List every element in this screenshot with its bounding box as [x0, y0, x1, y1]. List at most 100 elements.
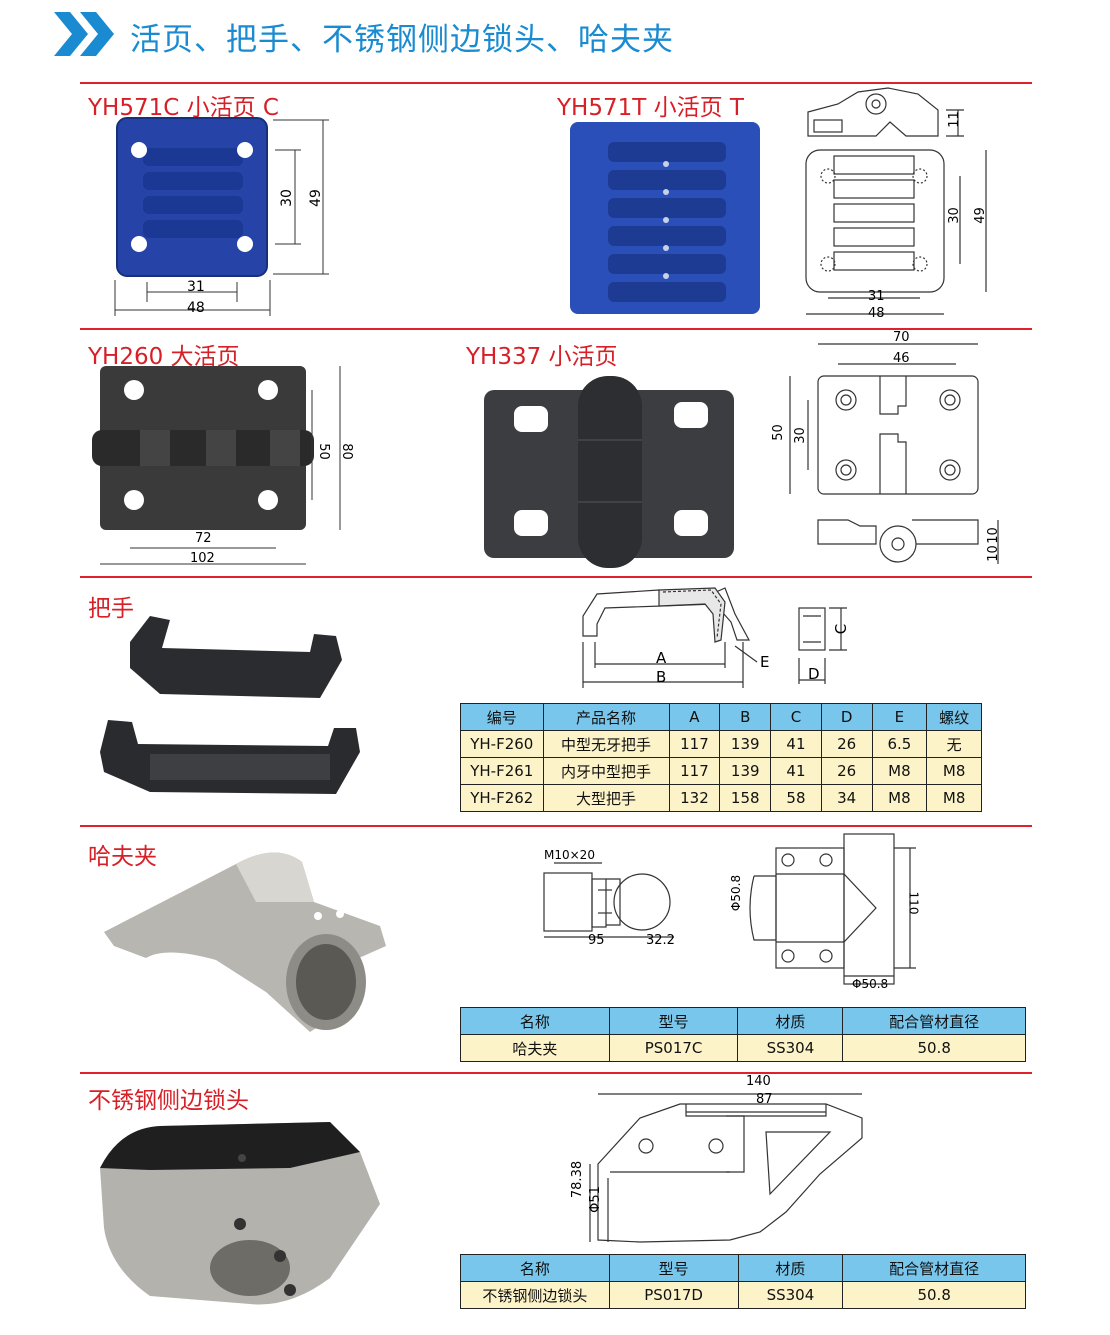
table-cell: 哈夫夹 — [460, 1034, 610, 1062]
handle-label: 把手 — [88, 596, 134, 622]
yh260-hinge-image — [92, 366, 341, 565]
yh571t-label: YH571T 小活页 T — [557, 95, 744, 121]
dim-label: 95 — [588, 933, 605, 948]
yh337-drawing — [789, 343, 999, 564]
dim-label: 49 — [972, 207, 988, 224]
dim-label: 80 — [338, 443, 354, 460]
table-cell: 41 — [770, 757, 822, 785]
table-cell: YH-F261 — [460, 757, 544, 785]
table-cell: YH-F262 — [460, 784, 544, 812]
header-chevron-icon — [54, 12, 116, 56]
page-title: 活页、把手、不锈钢侧边锁头、哈夫夹 — [130, 22, 674, 58]
dim-label: B — [656, 668, 667, 686]
table-row: YH-F262 大型把手 132 158 58 34 M8 M8 — [460, 784, 982, 812]
table-header-row: 名称 型号 材质 配合管材直径 — [460, 1254, 1026, 1282]
dim-label: 10 — [985, 527, 1001, 544]
yh571c-label: YH571C 小活页 C — [88, 95, 279, 121]
table-header-cell: 名称 — [460, 1007, 610, 1035]
table-header-cell: 配合管材直径 — [842, 1007, 1026, 1035]
dim-label: 31 — [187, 279, 205, 295]
dim-label: 32.2 — [646, 933, 675, 948]
dim-label: Φ51 — [587, 1186, 603, 1213]
table-cell: 大型把手 — [542, 784, 670, 812]
dim-label: 140 — [746, 1074, 771, 1089]
table-cell: 不锈钢侧边锁头 — [460, 1281, 610, 1309]
dim-label: M10×20 — [544, 848, 595, 862]
dim-label: C — [832, 623, 851, 635]
dim-label: 49 — [307, 189, 324, 207]
clamp-label: 哈夫夹 — [88, 844, 157, 870]
table-cell: 139 — [719, 730, 772, 758]
table-header-cell: 名称 — [460, 1254, 610, 1282]
table-header-cell: 产品名称 — [542, 703, 670, 731]
table-header-cell: 编号 — [460, 703, 544, 731]
clamp-spec-table: 名称 型号 材质 配合管材直径 哈夫夹 PS017C SS304 50.8 — [460, 1007, 1026, 1062]
clamp-image — [104, 852, 386, 1032]
table-header-cell: 材质 — [737, 1007, 844, 1035]
handle-drawing — [582, 587, 847, 688]
dim-label: 87 — [756, 1092, 773, 1107]
lock-image — [100, 1122, 380, 1305]
table-cell: 26 — [820, 757, 873, 785]
yh571t-drawing — [805, 87, 987, 315]
section-divider — [80, 576, 1032, 578]
yh571c-hinge-image — [114, 117, 329, 316]
dim-label: 70 — [893, 330, 910, 345]
table-cell: M8 — [871, 784, 928, 812]
yh571t-hinge-image — [570, 122, 760, 314]
table-cell: 6.5 — [871, 730, 928, 758]
dim-label: 48 — [187, 300, 205, 316]
table-cell: 34 — [820, 784, 873, 812]
table-cell: 139 — [719, 757, 772, 785]
table-header-cell: 型号 — [608, 1254, 739, 1282]
lock-spec-table: 名称 型号 材质 配合管材直径 不锈钢侧边锁头 PS017D SS304 50.… — [460, 1254, 1026, 1309]
dim-label: 48 — [868, 306, 885, 321]
table-cell: M8 — [871, 757, 928, 785]
table-cell: M8 — [926, 757, 982, 785]
table-cell: 50.8 — [842, 1034, 1026, 1062]
table-cell: PS017D — [608, 1281, 739, 1309]
table-cell: 158 — [719, 784, 772, 812]
table-cell: SS304 — [737, 1281, 844, 1309]
dim-label: 30 — [946, 207, 962, 224]
section-divider — [80, 328, 1032, 330]
table-cell: YH-F260 — [460, 730, 544, 758]
table-header-cell: 材质 — [737, 1254, 844, 1282]
table-row: YH-F261 内牙中型把手 117 139 41 26 M8 M8 — [460, 757, 982, 785]
dim-label: 10 — [985, 545, 1001, 562]
table-cell: 58 — [770, 784, 822, 812]
dim-label: 30 — [792, 427, 808, 444]
table-row: 不锈钢侧边锁头 PS017D SS304 50.8 — [460, 1281, 1026, 1309]
dim-label: E — [760, 653, 770, 671]
table-cell: 132 — [668, 784, 721, 812]
table-cell: PS017C — [608, 1034, 739, 1062]
table-header-row: 名称 型号 材质 配合管材直径 — [460, 1007, 1026, 1035]
table-header-cell: A — [668, 703, 721, 731]
dim-label: Φ50.8 — [729, 874, 744, 912]
clamp-drawing-side — [543, 862, 674, 938]
dim-label: 102 — [190, 551, 215, 566]
dim-label: 50 — [315, 443, 331, 460]
table-cell: 中型无牙把手 — [542, 730, 670, 758]
table-cell: 50.8 — [842, 1281, 1026, 1309]
table-cell: SS304 — [737, 1034, 844, 1062]
table-header-cell: 螺纹 — [926, 703, 982, 731]
table-header-cell: E — [871, 703, 928, 731]
dim-label: 72 — [195, 531, 212, 546]
dim-label: Φ50.8 — [852, 977, 889, 991]
table-cell: 41 — [770, 730, 822, 758]
yh337-label: YH337 小活页 — [466, 344, 618, 370]
dim-label: A — [656, 649, 667, 667]
table-cell: 117 — [668, 757, 721, 785]
dim-label: 78.38 — [570, 1160, 586, 1199]
table-header-row: 编号 产品名称 A B C D E 螺纹 — [460, 703, 982, 731]
table-cell: M8 — [926, 784, 982, 812]
table-cell: 内牙中型把手 — [542, 757, 670, 785]
section-divider — [80, 82, 1032, 84]
table-row: YH-F260 中型无牙把手 117 139 41 26 6.5 无 — [460, 730, 982, 758]
table-header-cell: 配合管材直径 — [842, 1254, 1026, 1282]
table-cell: 117 — [668, 730, 721, 758]
yh337-hinge-image — [484, 376, 734, 568]
dim-label: 50 — [770, 424, 786, 441]
table-cell: 26 — [820, 730, 873, 758]
